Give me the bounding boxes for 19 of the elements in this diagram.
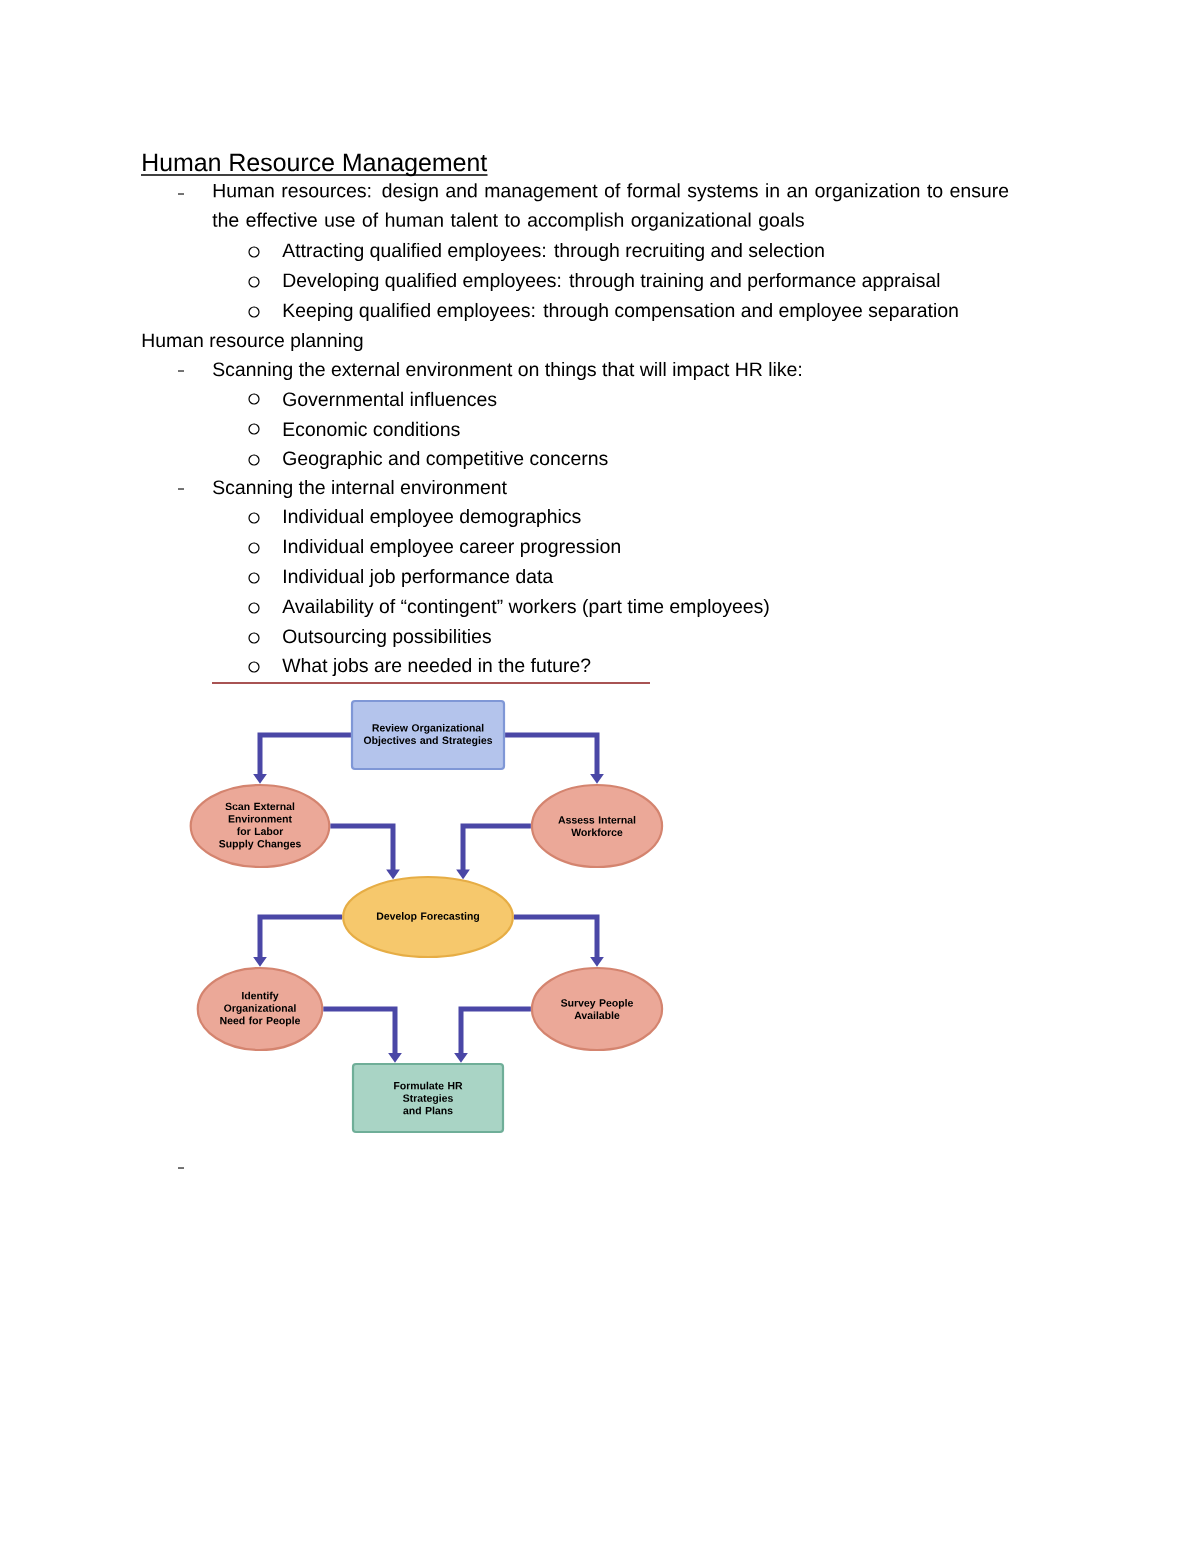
list-item: Geographic and competitive concerns [283, 450, 608, 470]
list-item: Governmental influences [283, 391, 497, 407]
list-item: Economic conditions [283, 421, 460, 437]
list-item: Human resources: design and management of formal systems in an organization to ensure the effective use of human talent to accomplish organizational goals [212, 183, 1009, 231]
list-item: Outsourcing possibilities [283, 628, 491, 648]
list-item: Attracting qualified employees: through recruiting and selection [282, 242, 824, 262]
list-item: Availability of “contingent” workers (part time employees) [282, 598, 769, 618]
list-item: Individual job performance data [284, 568, 554, 588]
list-item: Scanning the internal environment [213, 479, 507, 499]
list-item: What jobs are needed in the future? [282, 657, 591, 677]
process-box: Formulate HR Strategies and Plans [351, 1062, 505, 1134]
list-item: Scanning the external environment on things that will impact HR like: [213, 361, 801, 381]
list-item: Human resource planning [142, 332, 363, 352]
section-title: Human Resource Management [140, 153, 489, 177]
list-item: Developing qualified employees: through training and performance appraisal [283, 272, 940, 292]
list-item: Keeping qualified employees: through compensation and employee separation [283, 302, 958, 322]
list-item: Individual employee career progression [284, 538, 620, 558]
list-item: Individual employee demographics [284, 508, 581, 528]
process-box: Review Organizational Objectives and Strategies [350, 699, 506, 771]
